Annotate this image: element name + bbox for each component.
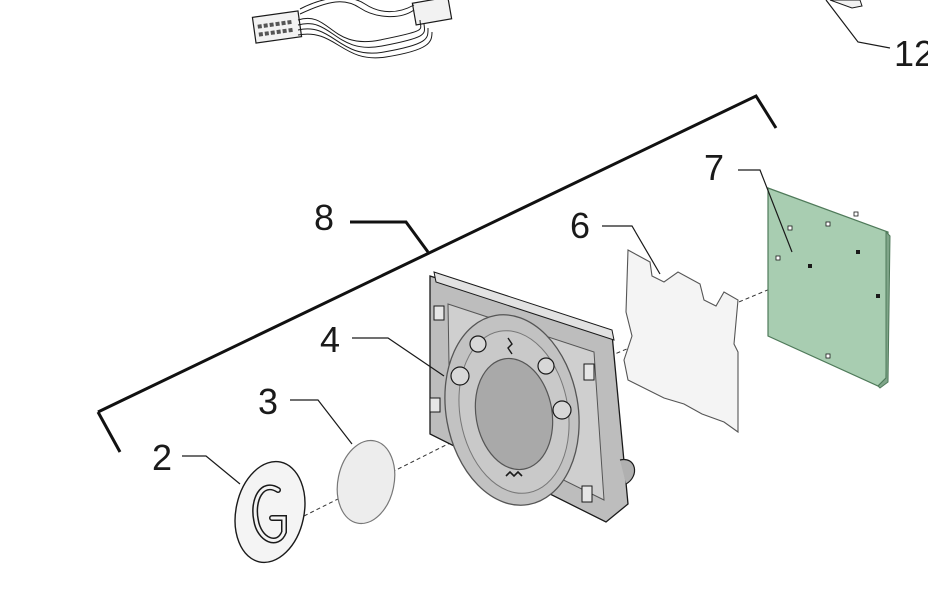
leader-12 <box>825 0 891 49</box>
bracket-8-left-hook <box>96 411 122 453</box>
part-3-lens <box>290 399 396 525</box>
connector-right <box>411 0 453 26</box>
callout-12: 12 <box>894 33 928 74</box>
connector-left <box>251 10 303 44</box>
steam-icon <box>450 366 470 386</box>
leader-2 <box>182 455 241 485</box>
callout-4: 4 <box>320 319 340 360</box>
callout-8: 8 <box>314 197 334 238</box>
part-7-pcb <box>738 169 891 389</box>
callout-2: 2 <box>152 437 172 478</box>
part-12-fragment <box>825 0 891 49</box>
drop-icon <box>537 357 555 375</box>
part-6-gasket <box>602 225 739 434</box>
callout-3: 3 <box>258 381 278 422</box>
housing-center <box>474 357 554 471</box>
leader-8 <box>350 220 430 253</box>
connector-left-pins <box>257 19 293 37</box>
housing-tab <box>619 458 636 485</box>
cup-symbol-icon <box>507 337 513 355</box>
part-2-badge <box>182 455 306 564</box>
leader-3 <box>290 399 353 445</box>
wave-icon <box>505 470 523 478</box>
leader-7 <box>738 169 793 253</box>
bracket-8 <box>97 94 778 414</box>
cable-harness <box>251 0 453 59</box>
part-4-housing <box>352 271 636 523</box>
leader-6 <box>602 225 661 275</box>
cable-wires <box>297 0 433 59</box>
callout-6: 6 <box>570 205 590 246</box>
callout-7: 7 <box>704 147 724 188</box>
coffee-icon <box>469 335 487 353</box>
lens-disc <box>336 439 396 525</box>
gasket-shape <box>623 249 739 434</box>
hot-water-icon <box>552 400 572 420</box>
leader-4 <box>352 337 445 377</box>
badge-disc <box>234 460 306 564</box>
